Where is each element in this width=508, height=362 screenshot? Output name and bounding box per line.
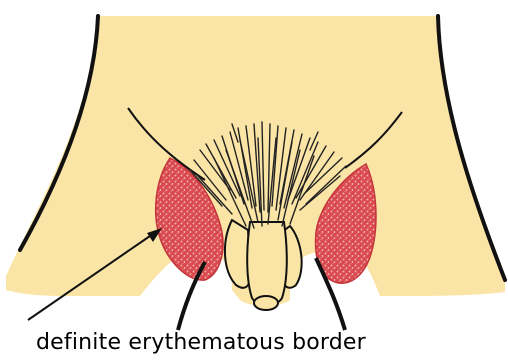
penis-shaft [247, 222, 287, 306]
diagram-caption: definite erythematous border [36, 328, 496, 358]
glans-tip [254, 296, 278, 310]
